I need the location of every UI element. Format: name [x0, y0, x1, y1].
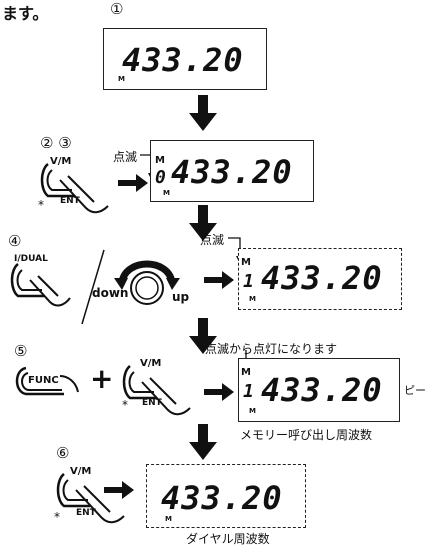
- vm-ent-button[interactable]: V/M ENT *: [54, 466, 134, 528]
- dual-label: I/DUAL: [14, 254, 48, 264]
- right-arrow-1: [118, 174, 148, 192]
- dial-frequency-label: ダイヤル周波数: [186, 532, 270, 546]
- right-arrow-2: [204, 271, 234, 289]
- lcd-frequency: 433.20: [122, 41, 244, 79]
- lcd-frequency: 433.20: [261, 259, 383, 297]
- right-arrow-4: [104, 481, 134, 499]
- down-arrow-2: [189, 205, 217, 241]
- step-5-number: ⑤: [14, 342, 28, 360]
- lcd-frequency: 433.20: [171, 153, 293, 191]
- button-hand-icon: [56, 473, 125, 524]
- lcd-m-indicator: M: [249, 295, 256, 303]
- button-hand-icon: [15, 366, 79, 396]
- lcd-channel-digit: 1: [243, 381, 255, 402]
- step-1-number: ①: [110, 0, 124, 18]
- lcd-channel-digit: 0: [155, 167, 167, 188]
- lcd-channel-digit: 1: [243, 271, 255, 292]
- dial-down-label: down: [92, 286, 129, 300]
- asterisk-mark: *: [54, 510, 60, 524]
- lcd-display-1: 433.20 M: [103, 28, 267, 90]
- beep-label: ピー: [404, 384, 426, 397]
- blink-label-1: 点滅: [113, 150, 138, 164]
- right-arrow-3: [204, 383, 234, 401]
- ent-label: ENT: [60, 196, 80, 206]
- lcd-display-2: M 0 433.20 M: [150, 140, 314, 202]
- blink-label-2: 点滅: [200, 233, 225, 247]
- ent-label: ENT: [76, 508, 96, 518]
- memory-recall-label: メモリー呼び出し周波数: [240, 428, 373, 442]
- lcd-frequency: 433.20: [261, 371, 383, 409]
- lcd-frequency: 433.20: [161, 479, 283, 517]
- step-6-number: ⑥: [56, 444, 70, 462]
- asterisk-mark: *: [122, 398, 128, 412]
- button-hand-icon: [40, 163, 109, 214]
- asterisk-mark: *: [38, 198, 44, 212]
- header-fragment: ます。: [2, 4, 49, 23]
- step-4-number: ④: [8, 232, 22, 250]
- step-2-3-number: ② ③: [40, 134, 72, 152]
- lcd-m-top: M: [155, 155, 165, 166]
- func-button[interactable]: FUNC: [10, 364, 82, 398]
- slash-divider: [81, 249, 105, 325]
- tuning-dial[interactable]: down up: [92, 250, 202, 322]
- vm-label: V/M: [50, 156, 72, 167]
- lcd-display-5: 433.20 M: [146, 464, 306, 528]
- blink-to-lit-label: 点滅から点灯になります: [205, 342, 338, 356]
- dial-up-label: up: [172, 290, 190, 304]
- down-arrow-4: [189, 424, 217, 460]
- lcd-m-indicator: M: [163, 189, 170, 197]
- button-hand-icon: [122, 365, 191, 416]
- func-label: FUNC: [28, 375, 59, 386]
- vm-label: V/M: [70, 466, 92, 477]
- button-hand-icon: [10, 263, 71, 307]
- down-arrow-3: [189, 318, 217, 354]
- lcd-display-4: M 1 433.20 M: [238, 358, 400, 422]
- lcd-m-indicator: M: [249, 407, 256, 415]
- lcd-m-top: M: [241, 367, 251, 378]
- dial-icon: [114, 260, 180, 305]
- lcd-display-3: M 1 433.20 M: [238, 248, 402, 310]
- dual-button[interactable]: I/DUAL: [6, 252, 80, 314]
- vm-ent-button[interactable]: V/M ENT *: [120, 358, 200, 420]
- lcd-m-top: M: [241, 257, 251, 268]
- lcd-m-indicator: M: [118, 75, 125, 83]
- lcd-m-indicator: M: [165, 515, 172, 523]
- ent-label: ENT: [142, 398, 162, 408]
- vm-label: V/M: [140, 358, 162, 369]
- down-arrow-1: [189, 95, 217, 131]
- plus-sign: +: [90, 362, 114, 395]
- vm-ent-button[interactable]: V/M ENT *: [38, 156, 118, 218]
